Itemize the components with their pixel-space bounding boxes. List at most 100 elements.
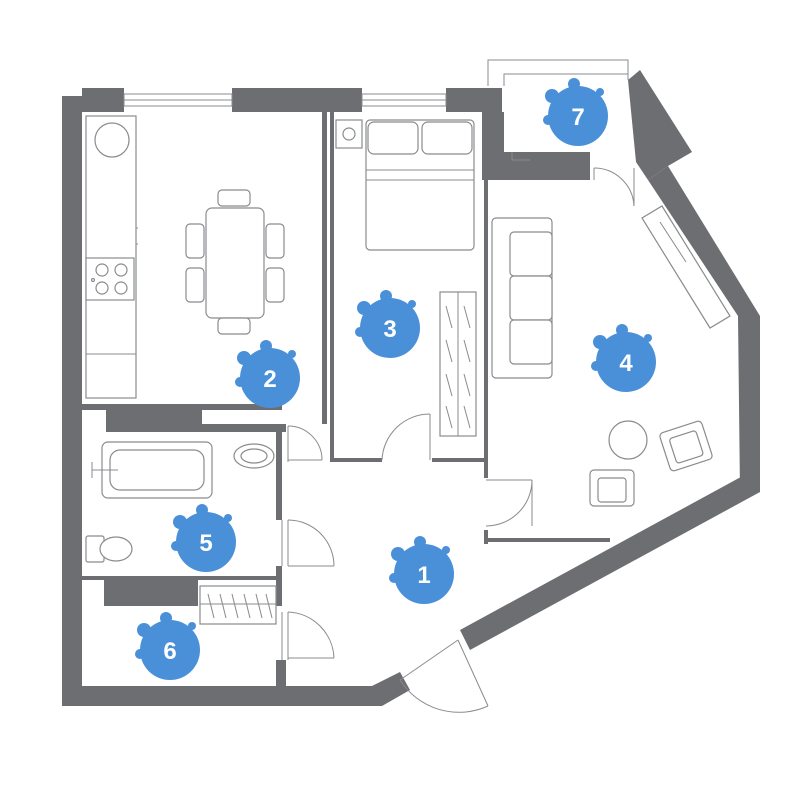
chair-icon bbox=[185, 223, 205, 259]
badge-splash bbox=[288, 350, 296, 358]
badge-splash bbox=[224, 514, 232, 522]
bath-north-wall bbox=[196, 424, 286, 432]
chair-icon bbox=[185, 267, 205, 303]
badge-splash bbox=[591, 361, 601, 371]
chair-icon bbox=[265, 267, 285, 303]
badge-splash bbox=[414, 536, 426, 548]
room-number: 1 bbox=[417, 562, 430, 589]
northeast-wall bbox=[648, 166, 760, 316]
room-number: 6 bbox=[163, 638, 176, 665]
dining-table bbox=[205, 207, 265, 319]
wardrobe-room-furniture bbox=[199, 585, 277, 625]
badge-circle bbox=[394, 544, 454, 604]
room-number: 5 bbox=[199, 530, 212, 557]
bath-south-wall bbox=[82, 576, 282, 580]
east-wall bbox=[738, 316, 760, 492]
badge-circle bbox=[140, 620, 200, 680]
balcony-rail bbox=[487, 59, 629, 86]
kitchen-bedroom-wall bbox=[322, 112, 327, 424]
bedroom-south-wall-a bbox=[334, 458, 382, 462]
room-badge-balcony: 7 bbox=[543, 78, 608, 146]
north-wall-pier-2 bbox=[232, 88, 362, 112]
north-wall-pier-1 bbox=[82, 88, 124, 112]
badge-splash bbox=[543, 115, 553, 125]
badge-circle bbox=[596, 332, 656, 392]
clothes-rack-icon bbox=[199, 585, 277, 625]
room-number: 4 bbox=[619, 350, 633, 377]
badge-circle bbox=[360, 298, 420, 358]
badge-splash bbox=[173, 515, 187, 529]
tv-stand-icon bbox=[641, 205, 731, 329]
bedroom-south-wall-b bbox=[432, 458, 488, 462]
windows bbox=[123, 59, 629, 161]
south-wall bbox=[62, 686, 372, 706]
chair-icon bbox=[217, 317, 251, 335]
badge-splash bbox=[568, 78, 580, 90]
room-number: 7 bbox=[571, 104, 584, 131]
doors bbox=[281, 167, 635, 713]
living-south-wall bbox=[484, 538, 610, 542]
room-badges: 1 2 3 4 5 6 7 bbox=[135, 78, 656, 680]
badge-splash bbox=[260, 340, 272, 352]
balcony-south-wall bbox=[504, 152, 590, 180]
room-number: 3 bbox=[383, 316, 396, 343]
north-wall-pier-3 bbox=[446, 88, 502, 112]
wardrobe-north-wall bbox=[104, 580, 198, 606]
kitchen-south-wall-thick bbox=[106, 406, 202, 432]
room-badge-bathroom: 5 bbox=[171, 504, 236, 572]
badge-splash bbox=[235, 377, 245, 387]
southeast-wall bbox=[460, 472, 760, 650]
badge-splash bbox=[644, 334, 652, 342]
room-badge-kitchen: 2 bbox=[235, 340, 300, 408]
sink-icon bbox=[94, 122, 130, 158]
room-badge-living-room: 4 bbox=[591, 324, 656, 392]
west-wall bbox=[62, 96, 82, 706]
wardrobe-east-wall bbox=[276, 660, 286, 686]
kitchen-furniture bbox=[85, 115, 285, 399]
badge-splash bbox=[137, 623, 151, 637]
badge-splash bbox=[391, 547, 405, 561]
coffee-table-icon bbox=[608, 420, 648, 460]
bedroom-living-wall bbox=[484, 112, 488, 478]
pillow-icon bbox=[421, 121, 473, 155]
room-badge-hall: 1 bbox=[389, 536, 454, 604]
interior-walls bbox=[82, 112, 610, 686]
room-badge-wardrobe: 6 bbox=[135, 612, 200, 680]
badge-splash bbox=[188, 622, 196, 630]
badge-splash bbox=[380, 290, 392, 302]
living-west-wall-low bbox=[484, 530, 488, 544]
balcony-east-wall bbox=[628, 70, 692, 180]
bedroom-west-wall bbox=[330, 112, 334, 462]
badge-splash bbox=[135, 649, 145, 659]
chair-icon bbox=[217, 189, 251, 207]
entrance-door bbox=[399, 639, 459, 681]
bathroom-furniture bbox=[85, 441, 275, 563]
pillow-icon bbox=[367, 121, 419, 155]
bath-east-wall-low bbox=[276, 566, 282, 606]
badge-splash bbox=[408, 300, 416, 308]
outer-walls bbox=[62, 70, 760, 706]
badge-splash bbox=[596, 88, 604, 96]
badge-circle bbox=[176, 512, 236, 572]
chair-icon bbox=[265, 223, 285, 259]
badge-circle bbox=[548, 86, 608, 146]
badge-splash bbox=[593, 335, 607, 349]
badge-splash bbox=[237, 351, 251, 365]
room-number: 2 bbox=[263, 366, 276, 393]
badge-splash bbox=[171, 541, 181, 551]
badge-splash bbox=[355, 327, 365, 337]
badge-splash bbox=[389, 573, 399, 583]
badge-splash bbox=[196, 504, 208, 516]
badge-circle bbox=[240, 348, 300, 408]
living-room-furniture bbox=[491, 205, 731, 507]
badge-splash bbox=[357, 301, 371, 315]
badge-splash bbox=[616, 324, 628, 336]
badge-splash bbox=[442, 546, 450, 554]
badge-splash bbox=[160, 612, 172, 624]
room-badge-bedroom: 3 bbox=[355, 290, 420, 358]
badge-splash bbox=[545, 89, 559, 103]
bath-east-wall bbox=[276, 424, 282, 520]
kitchen-counter bbox=[85, 115, 137, 399]
bedroom-furniture bbox=[335, 119, 477, 437]
